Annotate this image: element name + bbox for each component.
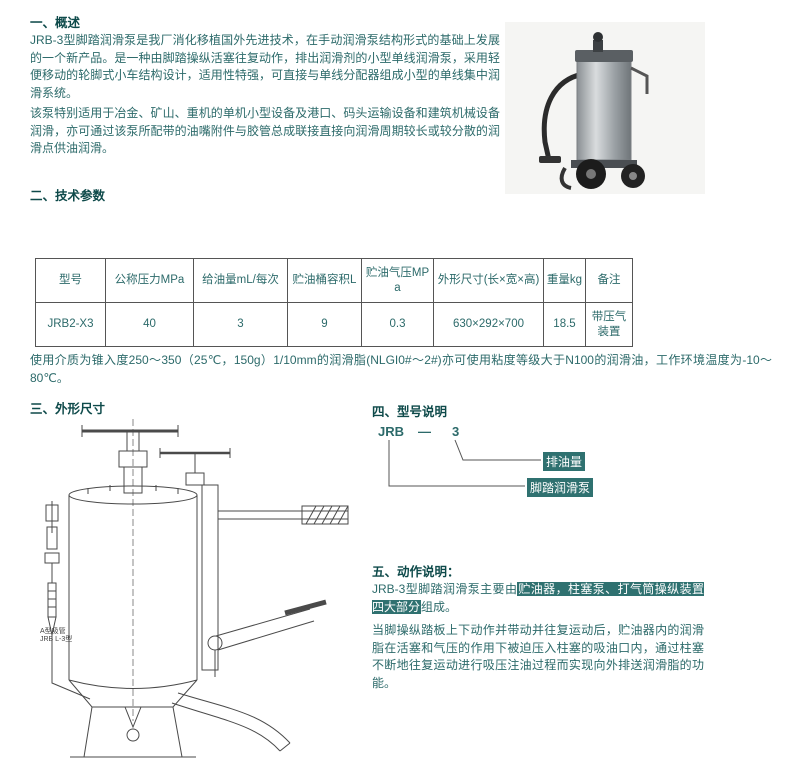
drawing-part-label: A型吸管 JRB L-3型 (40, 628, 72, 644)
overview-paragraph-1: JRB-3型脚踏润滑泵是我厂消化移植国外先进技术，在手动润滑泵结构形式的基础上发… (30, 33, 500, 100)
cell-pressure: 40 (105, 302, 194, 347)
table-header-remarks: 备注 (585, 258, 633, 303)
dimension-drawing (44, 419, 349, 758)
table-header-weight: 重量kg (543, 258, 586, 303)
section-model-title-keyword: 型号说明 (397, 405, 448, 419)
model-code-dash: — (418, 424, 431, 439)
section-action-title-keyword: 动作说明 (397, 565, 448, 579)
drawing-part-label-line1: A型吸管 (40, 628, 66, 635)
model-callout-lines (388, 439, 541, 487)
cell-oil-per-stroke: 3 (193, 302, 288, 347)
table-header-model: 型号 (35, 258, 106, 303)
model-code-prefix: JRB (378, 424, 405, 439)
section-action-title: 五、动作说明： (372, 561, 460, 580)
section-overview-title: 一、概述 (30, 12, 80, 31)
action-para1-post: 组成。 (421, 599, 458, 614)
cell-remarks: 带压气装置 (585, 302, 633, 347)
section-params-title-number: 二、 (30, 189, 56, 203)
model-code-number: 3 (452, 424, 460, 439)
params-note: 使用介质为锥入度250～350（25℃，150g）1/10mm的润滑脂(NLGI… (30, 353, 772, 385)
cell-capacity: 9 (287, 302, 362, 347)
product-photo (505, 22, 705, 194)
section-params-title: 二、技术参数 (30, 185, 105, 204)
action-paragraph-1: JRB-3型脚踏润滑泵主要由贮油器，柱塞泵、打气筒操纵装置四大部分组成。 (372, 581, 704, 616)
section-action-title-colon: ： (447, 565, 460, 579)
callout-oil-output: 排油量 (543, 452, 586, 471)
table-header-oil-per-stroke: 给油量mL/每次 (193, 258, 288, 303)
section-model-title: 四、型号说明 (372, 401, 447, 420)
table-header-capacity: 贮油桶容积L (287, 258, 362, 303)
cell-weight: 18.5 (543, 302, 586, 347)
tech-params-table: 型号 公称压力MPa 给油量mL/每次 贮油桶容积L 贮油气压MPa 外形尺寸(… (35, 258, 633, 347)
section-model-title-number: 四、 (372, 405, 398, 419)
table-header-air-pressure: 贮油气压MPa (361, 258, 434, 303)
action-paragraph-2: 当脚操纵踏板上下动作并带动并往复运动后，贮油器内的润滑脂在活塞和气压的作用下被迫… (372, 623, 704, 690)
cell-air-pressure: 0.3 (361, 302, 434, 347)
action-para1-pre: JRB-3型脚踏润滑泵主要由 (372, 582, 518, 596)
section-dimensions-title: 三、外形尺寸 (30, 398, 105, 417)
section-action-title-number: 五、 (372, 565, 398, 579)
section-overview-title-number: 一、 (30, 16, 56, 30)
table-header-row: 型号 公称压力MPa 给油量mL/每次 贮油桶容积L 贮油气压MPa 外形尺寸(… (35, 258, 633, 303)
section-dimensions-title-keyword: 外形尺寸 (55, 402, 106, 416)
table-header-pressure: 公称压力MPa (105, 258, 194, 303)
callout-foot-pump: 脚踏润滑泵 (527, 478, 594, 497)
section-overview-title-keyword: 概述 (55, 16, 81, 30)
overview-paragraph-2: 该泵特别适用于冶金、矿山、重机的单机小型设备及港口、码头运输设备和建筑机械设备润… (30, 106, 500, 155)
section-dimensions-title-number: 三、 (30, 402, 56, 416)
table-data-row: JRB2-X3 40 3 9 0.3 630×292×700 18.5 带压气装… (35, 302, 633, 347)
drawing-part-label-line2: JRB L-3型 (40, 636, 73, 643)
cell-model: JRB2-X3 (35, 302, 106, 347)
cell-dimensions: 630×292×700 (433, 302, 544, 347)
table-header-dimensions: 外形尺寸(长×宽×高) (433, 258, 544, 303)
section-params-title-keyword: 技术参数 (55, 189, 106, 203)
